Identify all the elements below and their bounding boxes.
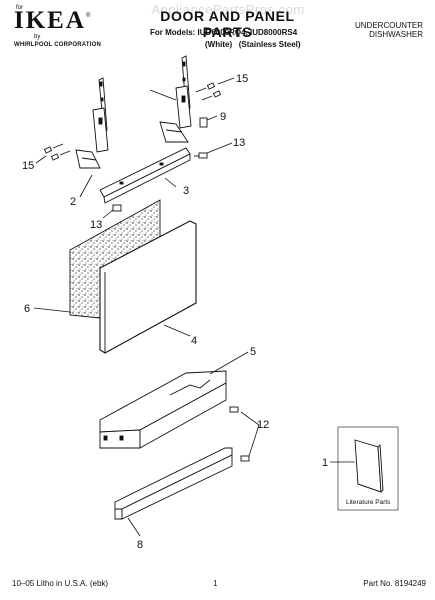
manufacturer-name: WHIRLPOOL CORPORATION — [14, 42, 101, 48]
callout-8: 8 — [137, 539, 143, 551]
mounting-rail — [99, 147, 191, 204]
callout-6: 6 — [24, 303, 30, 315]
callout-4: 4 — [191, 335, 197, 347]
product-type-line1: UNDERCOUNTER — [355, 21, 423, 30]
callout-9: 9 — [220, 111, 226, 123]
callout-5: 5 — [250, 346, 256, 358]
literature-booklet — [337, 426, 399, 511]
right-door-bracket — [159, 55, 192, 143]
clip-part — [199, 117, 208, 128]
literature-parts-label: Literature Parts — [346, 499, 391, 506]
screw-icon — [229, 406, 250, 462]
callout-15: 15 — [22, 160, 34, 172]
callout-2: 2 — [70, 196, 76, 208]
toe-panel-bracket — [99, 370, 227, 449]
screw-icon — [43, 143, 71, 161]
callout-13: 13 — [233, 137, 245, 149]
footer-print-info: 10–05 Litho in U.S.A. (ebk) — [12, 579, 109, 588]
screw-icon — [194, 152, 208, 159]
logo-for-text: for — [16, 5, 24, 11]
kick-plate — [114, 447, 233, 520]
callout-12: 12 — [257, 419, 269, 431]
leader-lines — [33, 77, 355, 537]
door-panel — [99, 220, 197, 354]
screw-icon — [112, 204, 122, 212]
page-number: 1 — [213, 579, 218, 588]
registered-mark: ® — [86, 13, 91, 19]
page-title: DOOR AND PANEL PARTS — [160, 8, 295, 40]
callout-13: 13 — [90, 219, 102, 231]
part-number: Part No. 8194249 — [363, 579, 426, 588]
screw-icon — [195, 82, 222, 101]
left-door-bracket — [75, 77, 109, 169]
callout-3: 3 — [183, 185, 189, 197]
variants-line: (White) (Stainless Steel) — [205, 40, 301, 49]
logo-by-text: by — [34, 34, 41, 40]
watermark: AppliancePartsPros.com — [151, 2, 305, 17]
models-line: For Models: IUD6000RQ4, IUD8000RS4 — [150, 28, 298, 37]
callout-1: 1 — [322, 457, 328, 469]
callout-15: 15 — [236, 73, 248, 85]
product-type-line2: DISHWASHER — [369, 30, 423, 39]
ikea-logo: IKEA — [14, 7, 86, 34]
